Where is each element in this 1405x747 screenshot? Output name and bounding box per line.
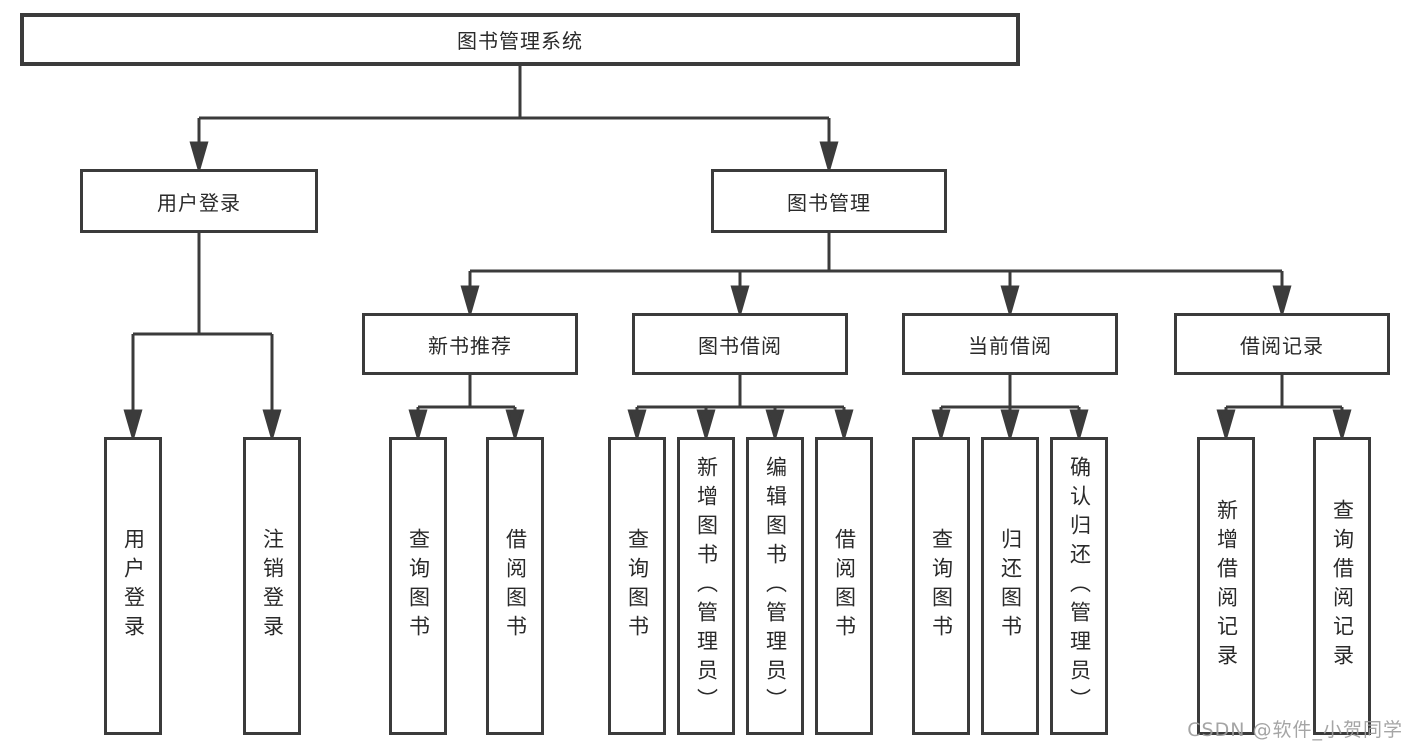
node-new-book-recommend-label: 新书推荐 bbox=[428, 333, 512, 358]
node-new-book-recommend: 新书推荐 bbox=[362, 313, 578, 375]
node-current-borrow-label: 当前借阅 bbox=[968, 333, 1052, 358]
leaf-br-add-record-label: 新增借阅记录 bbox=[1214, 499, 1239, 673]
leaf-nb-query-books-label: 查询图书 bbox=[406, 528, 431, 644]
leaf-nb-borrow-books-label: 借阅图书 bbox=[503, 528, 528, 644]
leaf-bb-edit-books-admin: 编辑图书（管理员） bbox=[746, 437, 804, 735]
leaf-bb-edit-books-admin-label: 编辑图书（管理员） bbox=[763, 455, 788, 717]
node-borrow-records-label: 借阅记录 bbox=[1240, 333, 1324, 358]
node-book-management: 图书管理 bbox=[711, 169, 947, 233]
leaf-nb-query-books: 查询图书 bbox=[389, 437, 447, 735]
leaf-bb-add-books-admin-label: 新增图书（管理员） bbox=[694, 455, 719, 717]
leaf-br-query-record: 查询借阅记录 bbox=[1313, 437, 1371, 735]
leaf-bb-add-books-admin: 新增图书（管理员） bbox=[677, 437, 735, 735]
leaf-cb-return-books-label: 归还图书 bbox=[998, 528, 1023, 644]
node-book-borrow-label: 图书借阅 bbox=[698, 333, 782, 358]
node-root: 图书管理系统 bbox=[20, 13, 1020, 66]
node-book-borrow: 图书借阅 bbox=[632, 313, 848, 375]
leaf-cb-query-books-label: 查询图书 bbox=[929, 528, 954, 644]
node-user-login-label: 用户登录 bbox=[157, 190, 241, 215]
connector-book-borrow-children bbox=[627, 375, 854, 443]
node-current-borrow: 当前借阅 bbox=[902, 313, 1118, 375]
leaf-br-query-record-label: 查询借阅记录 bbox=[1330, 499, 1355, 673]
leaf-cb-return-books: 归还图书 bbox=[981, 437, 1039, 735]
leaf-logout: 注销登录 bbox=[243, 437, 301, 735]
leaf-user-login: 用户登录 bbox=[104, 437, 162, 735]
leaf-br-add-record: 新增借阅记录 bbox=[1197, 437, 1255, 735]
leaf-bb-query-books: 查询图书 bbox=[608, 437, 666, 735]
leaf-nb-borrow-books: 借阅图书 bbox=[486, 437, 544, 735]
node-user-login: 用户登录 bbox=[80, 169, 318, 233]
connector-user-login-children bbox=[123, 233, 282, 443]
leaf-user-login-label: 用户登录 bbox=[121, 528, 146, 644]
leaf-cb-confirm-return-admin: 确认归还（管理员） bbox=[1050, 437, 1108, 735]
csdn-watermark: CSDN @软件_小贺同学 bbox=[1187, 719, 1403, 741]
connector-borrow-records-children bbox=[1216, 375, 1352, 443]
connector-new-books-children bbox=[408, 375, 525, 443]
leaf-logout-label: 注销登录 bbox=[260, 528, 285, 644]
connector-root-to-level2 bbox=[189, 66, 839, 175]
connector-current-borrow-children bbox=[931, 375, 1089, 443]
connector-book-mgmt-to-level3 bbox=[460, 233, 1292, 319]
leaf-cb-confirm-return-admin-label: 确认归还（管理员） bbox=[1067, 455, 1092, 717]
leaf-bb-query-books-label: 查询图书 bbox=[625, 528, 650, 644]
leaf-cb-query-books: 查询图书 bbox=[912, 437, 970, 735]
node-root-label: 图书管理系统 bbox=[457, 29, 583, 53]
node-borrow-records: 借阅记录 bbox=[1174, 313, 1390, 375]
node-book-management-label: 图书管理 bbox=[787, 190, 871, 215]
leaf-bb-borrow-books: 借阅图书 bbox=[815, 437, 873, 735]
leaf-bb-borrow-books-label: 借阅图书 bbox=[832, 528, 857, 644]
